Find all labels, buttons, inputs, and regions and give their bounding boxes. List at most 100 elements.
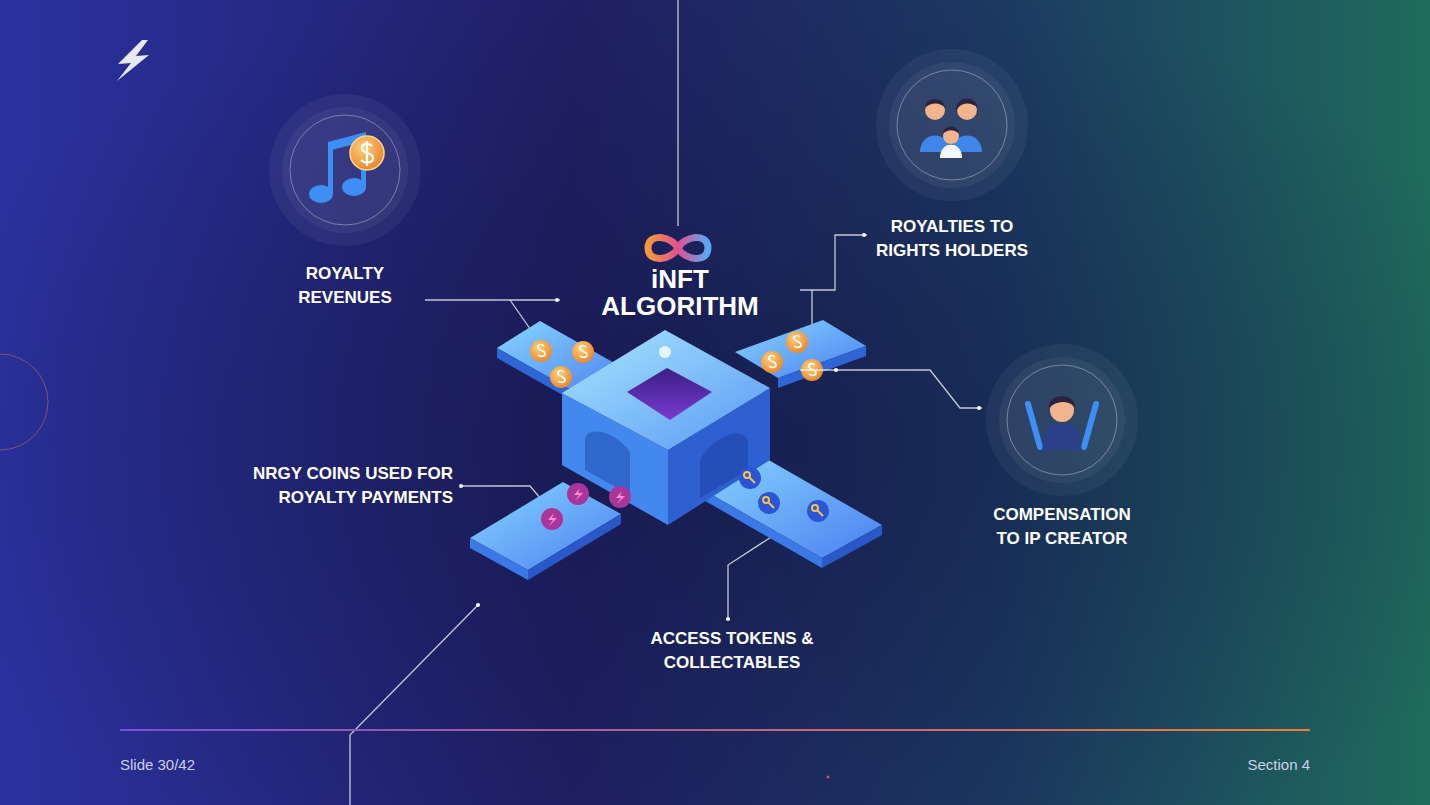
- connector-dot: [977, 406, 981, 410]
- icon-node: COMPENSATION TO IP CREATOR: [982, 345, 1142, 557]
- creator-icon: [1084, 404, 1096, 447]
- family-icon: [943, 127, 959, 135]
- coin-symbol: [769, 356, 776, 368]
- coin-symbol: [794, 336, 801, 348]
- node-label: iNFT ALGORITHM: [593, 266, 768, 320]
- icon-circle: [986, 344, 1138, 496]
- icon-circle: [876, 49, 1028, 201]
- creator-icon: [1049, 396, 1075, 408]
- creator-icon: [1028, 404, 1040, 447]
- footer-rule: [120, 729, 1310, 779]
- family-icon: [920, 99, 982, 159]
- algorithm-hub: iNFT ALGORITHM: [560, 222, 800, 437]
- leader-dot: [459, 484, 463, 488]
- decor-line: [677, 0, 678, 226]
- decor-line: [350, 605, 478, 805]
- algorithm-illustration: [700, 488, 822, 568]
- icon-circle: [282, 107, 408, 233]
- icon-node: ROYALTIES TO RIGHTS HOLDERS: [867, 50, 1037, 269]
- nrgy-coin: [541, 508, 563, 530]
- leader-connector: [800, 235, 867, 290]
- access-token: [768, 502, 774, 508]
- nrgy-coin: [548, 513, 557, 526]
- royalty-coin: [761, 351, 783, 373]
- nrgy-coin: [567, 483, 589, 505]
- music-icon: [361, 141, 373, 166]
- family-icon: [956, 99, 978, 125]
- royalty-coin: [572, 341, 594, 363]
- section-label: Section 4: [1110, 755, 1310, 775]
- access-token: [739, 467, 829, 522]
- coin-symbol: [538, 345, 545, 357]
- slide-number: Slide 30/42: [120, 755, 320, 775]
- nrgy-coin: [616, 491, 625, 504]
- connector-dot: [555, 298, 559, 302]
- algorithm-illustration: [659, 346, 671, 358]
- edge-circle: [0, 354, 48, 450]
- node-label: COMPENSATION TO IP CREATOR: [982, 503, 1142, 551]
- music-icon: [350, 136, 384, 170]
- nrgy-coin: [574, 488, 583, 501]
- nrgy-coin: [541, 483, 631, 530]
- icon-circle: [889, 62, 1015, 188]
- logo-mark: [117, 40, 149, 81]
- algorithm-illustration: [528, 514, 621, 580]
- icon-node: ROYALTY REVENUES: [265, 95, 425, 316]
- icon-circle: [999, 357, 1125, 483]
- creator-icon: [1028, 396, 1096, 450]
- access-token: [758, 492, 780, 514]
- access-token: [807, 500, 829, 522]
- icon-circle: [290, 115, 400, 225]
- leader-dot: [476, 603, 480, 607]
- royalty-coin: [786, 331, 808, 353]
- algorithm-illustration: [562, 330, 770, 450]
- algorithm-illustration: [648, 237, 708, 258]
- edge-circle: [0, 354, 48, 450]
- algorithm-illustration: [470, 237, 882, 580]
- nrgy-coin: [609, 486, 631, 508]
- leader-connector: [800, 370, 982, 408]
- creator-icon: [1042, 424, 1082, 450]
- leader-dot: [726, 617, 730, 621]
- family-icon: [925, 100, 945, 120]
- algorithm-illustration: [700, 434, 748, 498]
- node-label: ROYALTIES TO RIGHTS HOLDERS: [867, 215, 1037, 263]
- icon-circle: [1007, 365, 1117, 475]
- leader-connector: [425, 299, 560, 300]
- algorithm-illustration: [470, 538, 528, 580]
- callout-label: ACCESS TOKENS & COLLECTABLES: [642, 627, 822, 675]
- footer-rule: [827, 776, 830, 779]
- footer-rule: [120, 729, 1310, 731]
- coin-symbol: [580, 346, 587, 358]
- music-icon: [342, 178, 366, 196]
- family-icon: [925, 99, 945, 108]
- music-icon: [309, 185, 333, 203]
- access-token: [739, 467, 761, 489]
- coin-symbol: [558, 371, 565, 383]
- access-token: [817, 510, 823, 516]
- access-token: [744, 472, 823, 516]
- coin-symbol: [538, 336, 816, 383]
- royalty-coin: [530, 331, 823, 388]
- decor-line: [350, 0, 812, 805]
- algorithm-illustration: [822, 525, 882, 568]
- algorithm-illustration: [735, 320, 866, 378]
- icon-circle: [269, 94, 421, 246]
- callout-label: NRGY COINS USED FOR ROYALTY PAYMENTS: [233, 462, 453, 510]
- music-icon: [309, 132, 384, 203]
- algorithm-illustration: [627, 368, 712, 420]
- royalty-coin: [530, 340, 552, 362]
- node-label: ROYALTY REVENUES: [265, 262, 425, 310]
- algorithm-illustration: [585, 431, 630, 495]
- logo-mark: [117, 40, 149, 81]
- access-token: [749, 477, 755, 483]
- royalty-coin: [550, 366, 572, 388]
- music-icon: [328, 145, 333, 193]
